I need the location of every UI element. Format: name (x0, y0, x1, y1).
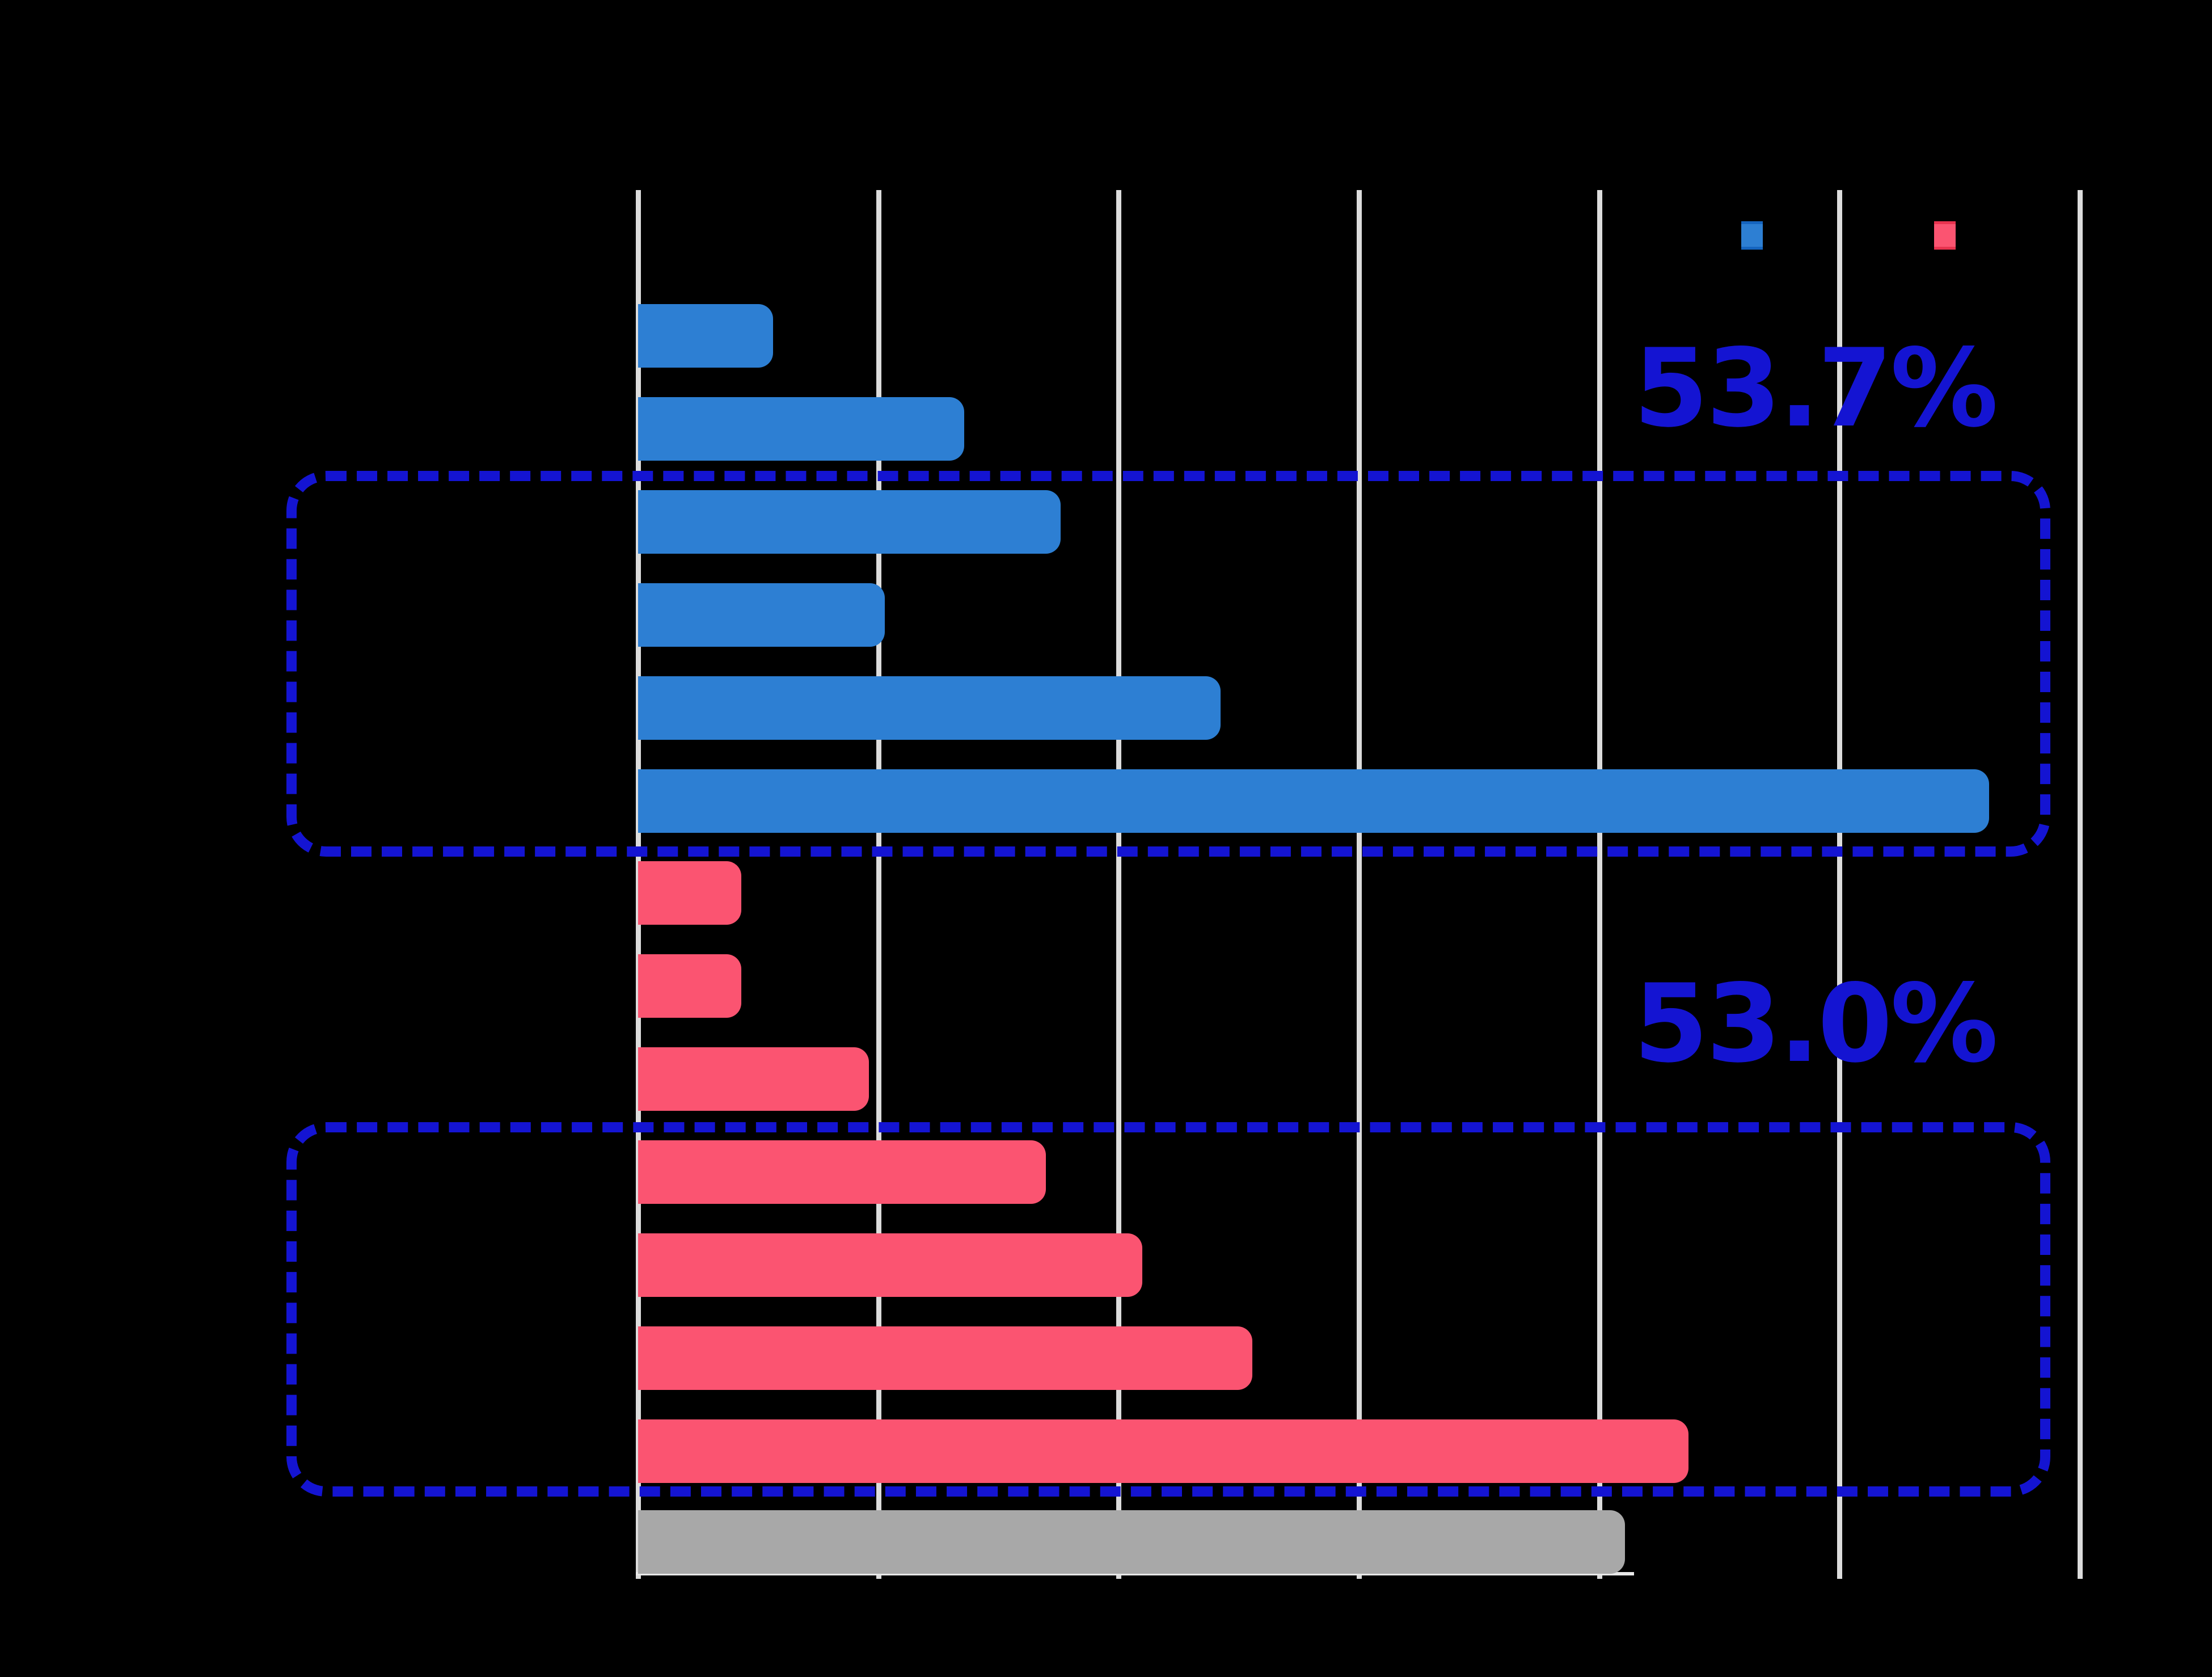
chart-legend (1713, 221, 2008, 255)
bar-blue-1 (638, 304, 773, 368)
bar-pink-5 (638, 1233, 1142, 1297)
pink-group-highlight (286, 1122, 2050, 1497)
gridline-4 (1357, 190, 1362, 1579)
bar-blue-4 (638, 583, 885, 647)
gridline-5 (1597, 190, 1602, 1579)
bar-gray-1 (638, 1510, 1625, 1574)
bar-pink-7 (638, 1419, 1688, 1483)
blue-group-pct-label: 53.7% (1633, 326, 1998, 451)
legend-swatch-pink[interactable] (1934, 221, 1956, 250)
bar-pink-3 (638, 1047, 869, 1111)
bar-blue-3 (638, 490, 1061, 554)
pink-group-pct-label: 53.0% (1633, 961, 1998, 1086)
legend-swatch-blue[interactable] (1741, 221, 1763, 250)
baseline-axis (636, 1572, 1634, 1575)
bar-blue-6 (638, 769, 1989, 833)
bar-pink-4 (638, 1140, 1046, 1204)
bar-blue-5 (638, 676, 1221, 740)
bar-pink-2 (638, 954, 741, 1018)
gridline-6 (1837, 190, 1842, 1579)
gridline-7 (2078, 190, 2083, 1579)
gridline-2 (876, 190, 881, 1579)
bar-pink-6 (638, 1326, 1252, 1390)
bar-pink-1 (638, 861, 741, 925)
blue-group-highlight (286, 471, 2050, 857)
bar-blue-2 (638, 397, 964, 461)
gridline-3 (1116, 190, 1121, 1579)
